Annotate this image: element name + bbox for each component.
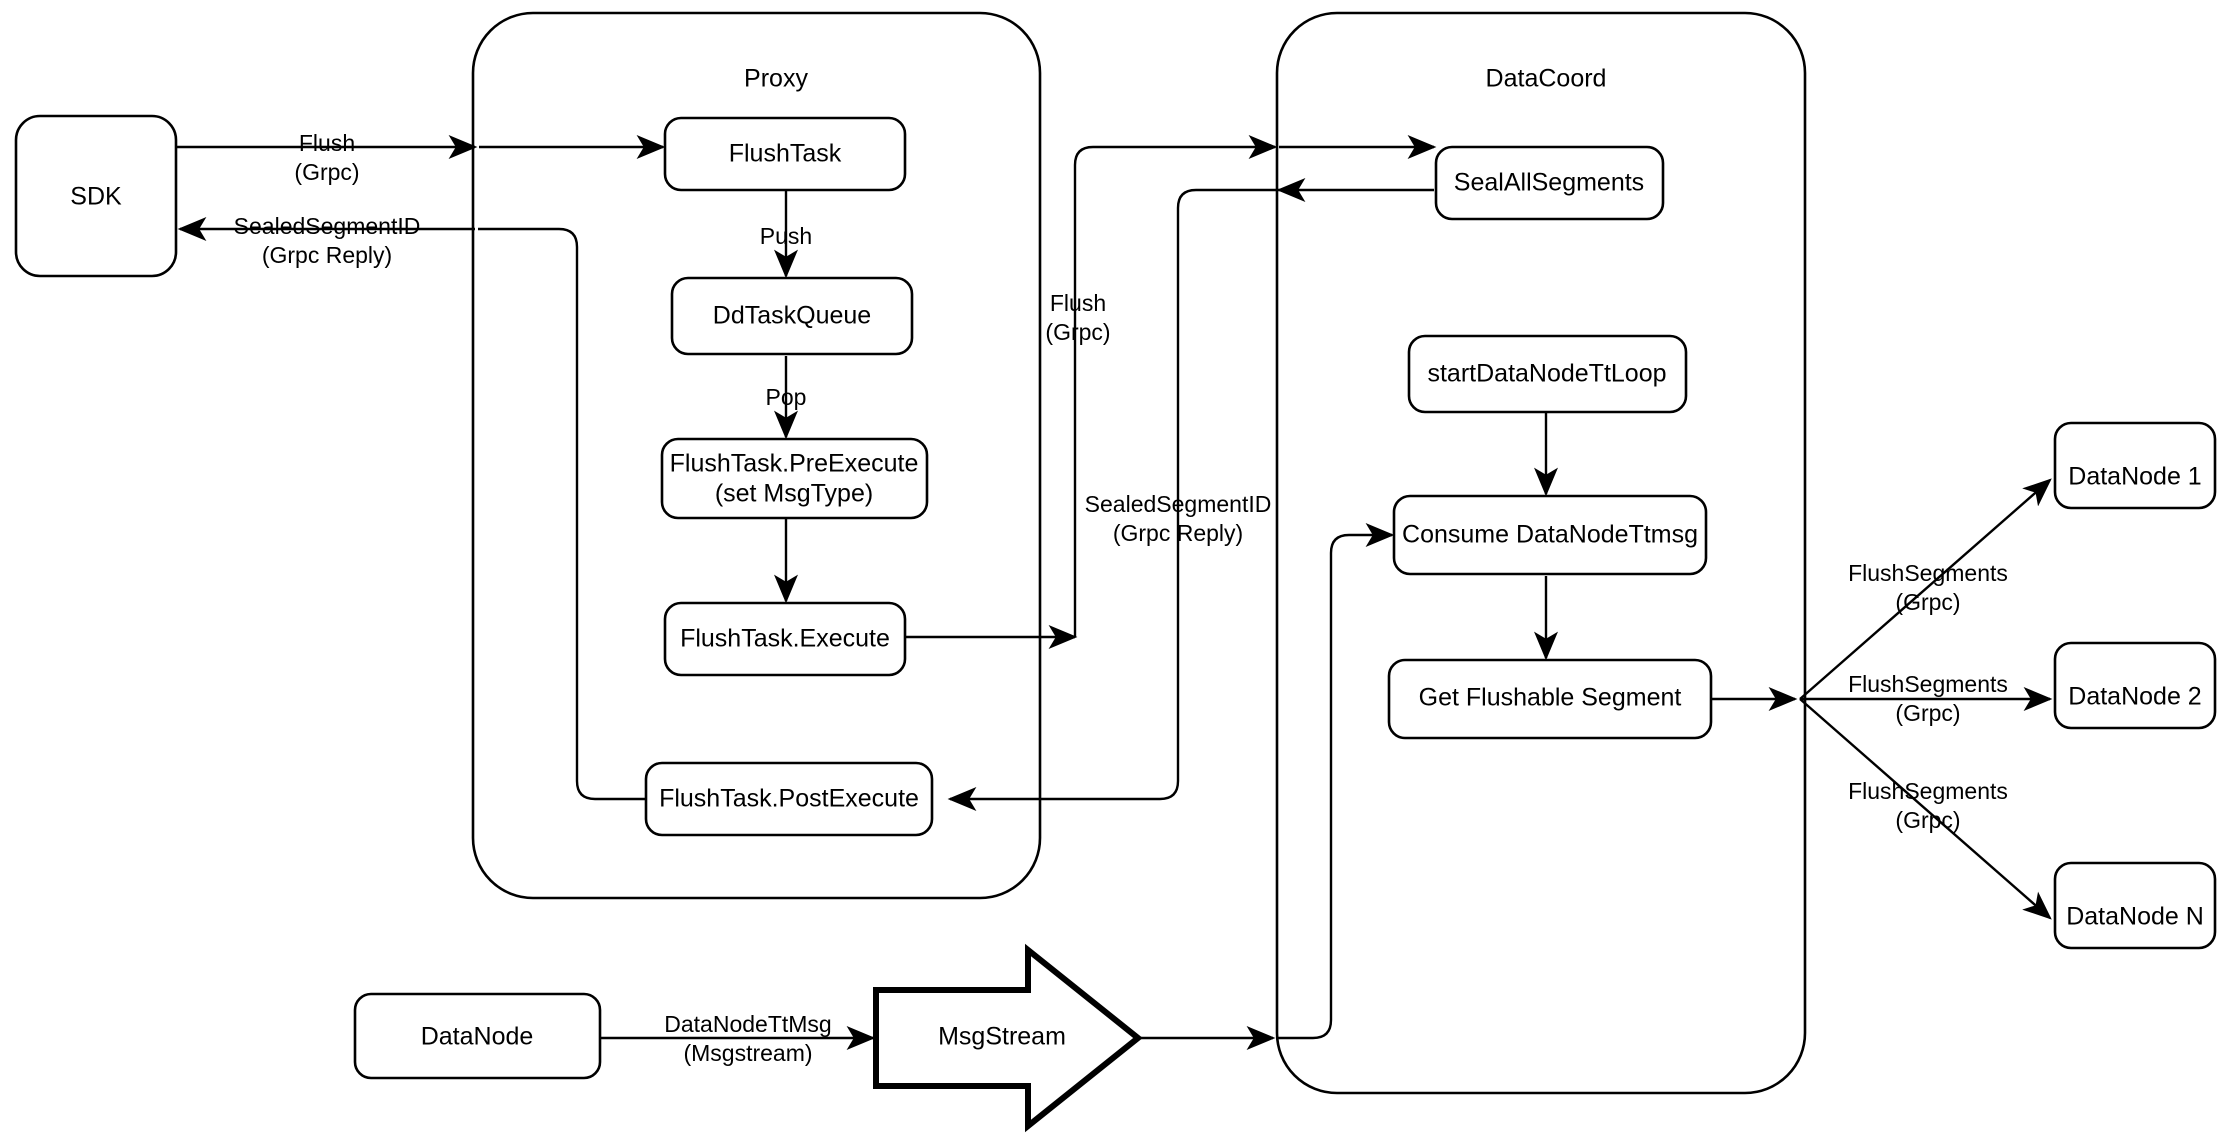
label-pop: Pop <box>766 384 807 410</box>
label-flush-grpc-line1: Flush <box>299 130 355 156</box>
label-flush-grpc-line2: (Grpc) <box>294 159 359 185</box>
label-coord-flush-line2: (Grpc) <box>1045 319 1110 345</box>
label-flushsegments-2-line1: FlushSegments <box>1848 671 2008 697</box>
datacoord-container-outline <box>1275 11 1807 1095</box>
node-msgstream[interactable]: MsgStream <box>873 943 1143 1133</box>
label-sealedsegmentid-line2: (Grpc Reply) <box>262 242 392 268</box>
node-dd-task-queue[interactable]: DdTaskQueue <box>670 276 914 356</box>
msgstream-label: MsgStream <box>938 1023 1066 1051</box>
node-flush-task[interactable]: FlushTask <box>663 116 907 192</box>
edge-postexecute-to-sdk-loop <box>478 227 645 801</box>
edge-label-flushsegments-1: FlushSegments (Grpc) <box>1848 560 2008 615</box>
datanode-2-box[interactable] <box>2053 641 2217 730</box>
node-get-flushable-segment[interactable]: Get Flushable Segment <box>1387 658 1713 740</box>
datanode-n-label: DataNode N <box>2066 903 2204 931</box>
edge-label-datanode-ttmsg: DataNodeTtMsg (Msgstream) <box>664 1011 831 1066</box>
msgstream-arrow-shape[interactable] <box>873 943 1143 1133</box>
preexecute-label-line2: (set MsgType) <box>715 480 873 508</box>
sdk-label: SDK <box>70 183 122 211</box>
sdk-box[interactable] <box>14 114 178 278</box>
label-coord-flush-line1: Flush <box>1050 290 1106 316</box>
ddtaskqueue-box[interactable] <box>670 276 914 356</box>
node-datanode-source[interactable]: DataNode <box>353 992 602 1080</box>
datanode-1-box[interactable] <box>2053 421 2217 510</box>
node-datanode-n[interactable]: DataNode N <box>2053 861 2217 950</box>
node-datanode-2[interactable]: DataNode 2 <box>2053 641 2217 730</box>
flushtask-label: FlushTask <box>729 140 842 168</box>
label-flushsegments-n-line2: (Grpc) <box>1895 807 1960 833</box>
label-coord-reply-line1: SealedSegmentID <box>1085 491 1272 517</box>
label-datanodettmsg-line1: DataNodeTtMsg <box>664 1011 831 1037</box>
label-coord-reply-line2: (Grpc Reply) <box>1113 520 1243 546</box>
datanode-source-box[interactable] <box>353 992 602 1080</box>
label-push: Push <box>760 223 812 249</box>
consumedatanodettmsg-label: Consume DataNodeTtmsg <box>1402 521 1698 549</box>
label-flushsegments-2-line2: (Grpc) <box>1895 700 1960 726</box>
datanode-2-label: DataNode 2 <box>2068 683 2201 711</box>
postexecute-box[interactable] <box>644 761 934 837</box>
proxy-container-label: Proxy <box>744 65 808 93</box>
edge-sealedsegmentid-reply-route <box>947 188 1279 811</box>
sealallsegments-box[interactable] <box>1434 145 1665 221</box>
preexecute-label-line1: FlushTask.PreExecute <box>670 450 919 478</box>
proxy-container-outline <box>471 11 1042 900</box>
container-proxy: Proxy <box>471 11 1042 900</box>
preexecute-box[interactable] <box>660 437 929 520</box>
label-flushsegments-n-line1: FlushSegments <box>1848 778 2008 804</box>
node-flush-task-postexecute[interactable]: FlushTask.PostExecute <box>644 761 934 837</box>
node-seal-all-segments[interactable]: SealAllSegments <box>1434 145 1665 221</box>
getflushablesegment-box[interactable] <box>1387 658 1713 740</box>
node-consume-datanode-ttmsg[interactable]: Consume DataNodeTtmsg <box>1392 494 1708 576</box>
datanode-n-box[interactable] <box>2053 861 2217 950</box>
label-sealedsegmentid-line1: SealedSegmentID <box>234 213 421 239</box>
edge-fanout-to-datanode-n <box>1799 698 2052 920</box>
label-datanodettmsg-line2: (Msgstream) <box>683 1040 812 1066</box>
datacoord-container-label: DataCoord <box>1486 65 1607 93</box>
execute-label: FlushTask.Execute <box>680 625 890 653</box>
datanode-1-label: DataNode 1 <box>2068 463 2201 491</box>
node-flush-task-execute[interactable]: FlushTask.Execute <box>663 601 907 677</box>
edge-fanout-to-datanode-1 <box>1799 478 2052 700</box>
edge-flush-grpc-route-up <box>1073 135 1278 637</box>
getflushablesegment-label: Get Flushable Segment <box>1419 684 1682 712</box>
label-flushsegments-1-line1: FlushSegments <box>1848 560 2008 586</box>
node-datanode-1[interactable]: DataNode 1 <box>2053 421 2217 510</box>
node-sdk[interactable]: SDK <box>14 114 178 278</box>
edge-label-sdk-flush: Flush (Grpc) <box>294 130 359 185</box>
edge-msgstream-route-to-consume <box>1277 523 1395 1040</box>
node-start-datanode-tt-loop[interactable]: startDataNodeTtLoop <box>1407 334 1688 414</box>
execute-box[interactable] <box>663 601 907 677</box>
node-flush-task-preexecute[interactable]: FlushTask.PreExecute (set MsgType) <box>660 437 929 520</box>
ddtaskqueue-label: DdTaskQueue <box>713 302 871 330</box>
startdatanodettloop-box[interactable] <box>1407 334 1688 414</box>
consumedatanodettmsg-box[interactable] <box>1392 494 1708 576</box>
label-flushsegments-1-line2: (Grpc) <box>1895 589 1960 615</box>
edge-label-coord-to-proxy-reply: SealedSegmentID (Grpc Reply) <box>1085 491 1272 546</box>
edge-label-flushsegments-2: FlushSegments (Grpc) <box>1848 671 2008 726</box>
edge-label-proxy-sealedsegmentid: SealedSegmentID (Grpc Reply) <box>234 213 421 268</box>
flushtask-box[interactable] <box>663 116 907 192</box>
datanode-source-label: DataNode <box>421 1023 534 1051</box>
sealallsegments-label: SealAllSegments <box>1454 169 1644 197</box>
startdatanodettloop-label: startDataNodeTtLoop <box>1427 360 1666 388</box>
edge-label-flushsegments-n: FlushSegments (Grpc) <box>1848 778 2008 833</box>
container-datacoord: DataCoord <box>1275 11 1807 1095</box>
postexecute-label: FlushTask.PostExecute <box>659 785 919 813</box>
edge-label-proxy-to-coord-flush: Flush (Grpc) <box>1045 290 1110 345</box>
